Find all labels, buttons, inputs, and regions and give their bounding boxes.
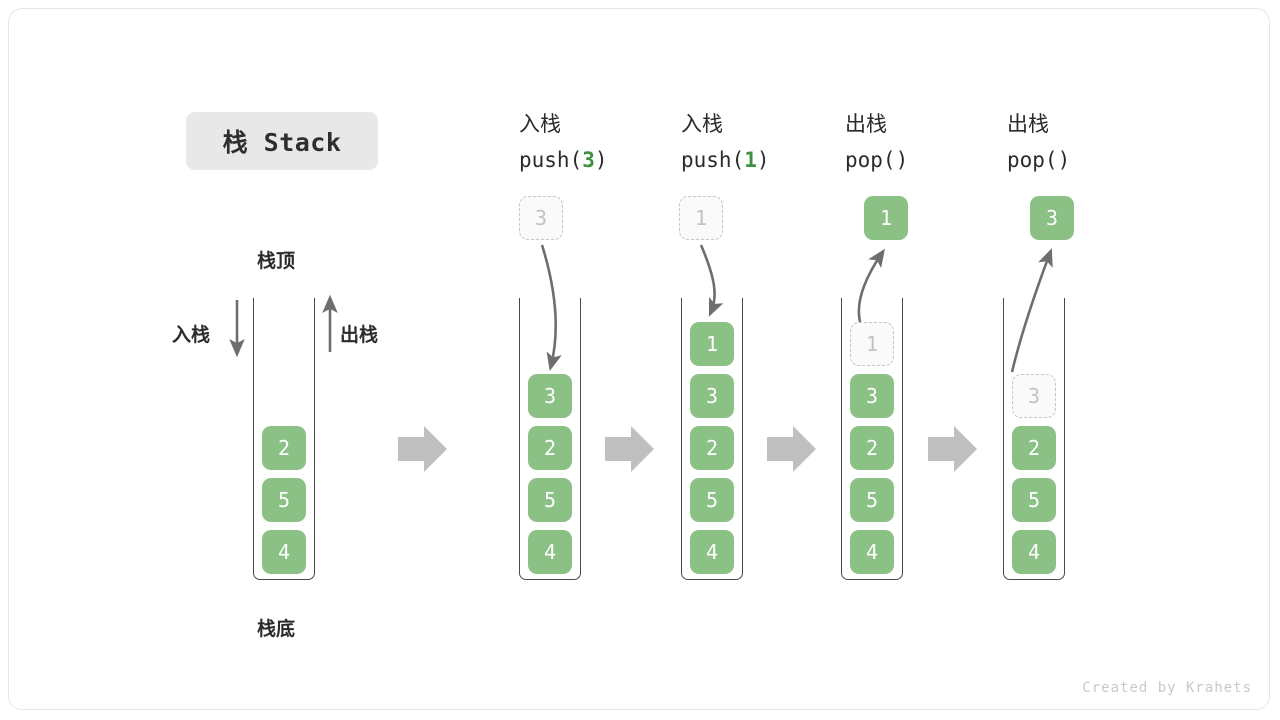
col-push3-code-arg: 3 bbox=[582, 148, 595, 172]
stack-node: 2 bbox=[850, 426, 894, 470]
col-push1-code-post: ) bbox=[756, 148, 770, 172]
col-pop2-heading: 出栈 pop() bbox=[1007, 106, 1070, 178]
stack-container-initial: 2 5 4 bbox=[253, 298, 315, 580]
ghost-node-in-stack: 1 bbox=[850, 322, 894, 366]
col-push3-code-pre: push( bbox=[519, 148, 583, 172]
stack-slots-push1: 1 3 2 5 4 bbox=[682, 322, 742, 574]
stack-node: 3 bbox=[690, 374, 734, 418]
stack-container-pop1: 1 3 2 5 4 bbox=[841, 298, 903, 580]
stack-slots-initial: 2 5 4 bbox=[254, 426, 314, 574]
stack-node: 4 bbox=[1012, 530, 1056, 574]
col-pop1-code: pop() bbox=[845, 148, 909, 172]
stack-node: 4 bbox=[528, 530, 572, 574]
col-pop2-code: pop() bbox=[1007, 148, 1071, 172]
col-push3-code-post: ) bbox=[594, 148, 608, 172]
stack-node: 3 bbox=[850, 374, 894, 418]
stack-node: 2 bbox=[528, 426, 572, 470]
stack-container-push3: 3 2 5 4 bbox=[519, 298, 581, 580]
stack-node: 2 bbox=[1012, 426, 1056, 470]
pop-direction-label: 出栈 bbox=[340, 324, 379, 346]
incoming-ghost-node-push3: 3 bbox=[519, 196, 563, 240]
credit-text: Created by Krahets bbox=[1082, 680, 1252, 696]
stack-node: 5 bbox=[690, 478, 734, 522]
stack-node: 5 bbox=[262, 478, 306, 522]
stack-node: 2 bbox=[262, 426, 306, 470]
title-chip: 栈 Stack bbox=[186, 112, 378, 170]
stack-node: 4 bbox=[690, 530, 734, 574]
stack-node: 2 bbox=[690, 426, 734, 470]
col-pop1-heading: 出栈 pop() bbox=[845, 106, 908, 178]
stack-top-label: 栈顶 bbox=[257, 250, 296, 272]
col-push1-heading-cn: 入栈 bbox=[681, 112, 723, 136]
incoming-ghost-node-push1: 1 bbox=[679, 196, 723, 240]
stack-slots-pop2: 3 2 5 4 bbox=[1004, 374, 1064, 574]
col-push1-code-pre: push( bbox=[681, 148, 745, 172]
popped-node-3: 3 bbox=[1030, 196, 1074, 240]
stack-node: 5 bbox=[850, 478, 894, 522]
push-direction-label: 入栈 bbox=[172, 324, 211, 346]
col-push3-heading-cn: 入栈 bbox=[519, 112, 561, 136]
stack-slots-push3: 3 2 5 4 bbox=[520, 374, 580, 574]
popped-node-1: 1 bbox=[864, 196, 908, 240]
stack-container-push1: 1 3 2 5 4 bbox=[681, 298, 743, 580]
col-push3-heading: 入栈 push(3) bbox=[519, 106, 608, 178]
stack-node: 5 bbox=[1012, 478, 1056, 522]
col-push1-code-arg: 1 bbox=[744, 148, 757, 172]
stack-slots-pop1: 1 3 2 5 4 bbox=[842, 322, 902, 574]
col-pop1-heading-cn: 出栈 bbox=[845, 112, 887, 136]
col-push1-heading: 入栈 push(1) bbox=[681, 106, 770, 178]
stack-node: 4 bbox=[262, 530, 306, 574]
stack-node: 1 bbox=[690, 322, 734, 366]
stack-container-pop2: 3 2 5 4 bbox=[1003, 298, 1065, 580]
stack-node: 4 bbox=[850, 530, 894, 574]
ghost-node-in-stack: 3 bbox=[1012, 374, 1056, 418]
stack-bottom-label: 栈底 bbox=[257, 618, 296, 640]
stack-node: 3 bbox=[528, 374, 572, 418]
col-pop2-heading-cn: 出栈 bbox=[1007, 112, 1049, 136]
stack-node: 5 bbox=[528, 478, 572, 522]
